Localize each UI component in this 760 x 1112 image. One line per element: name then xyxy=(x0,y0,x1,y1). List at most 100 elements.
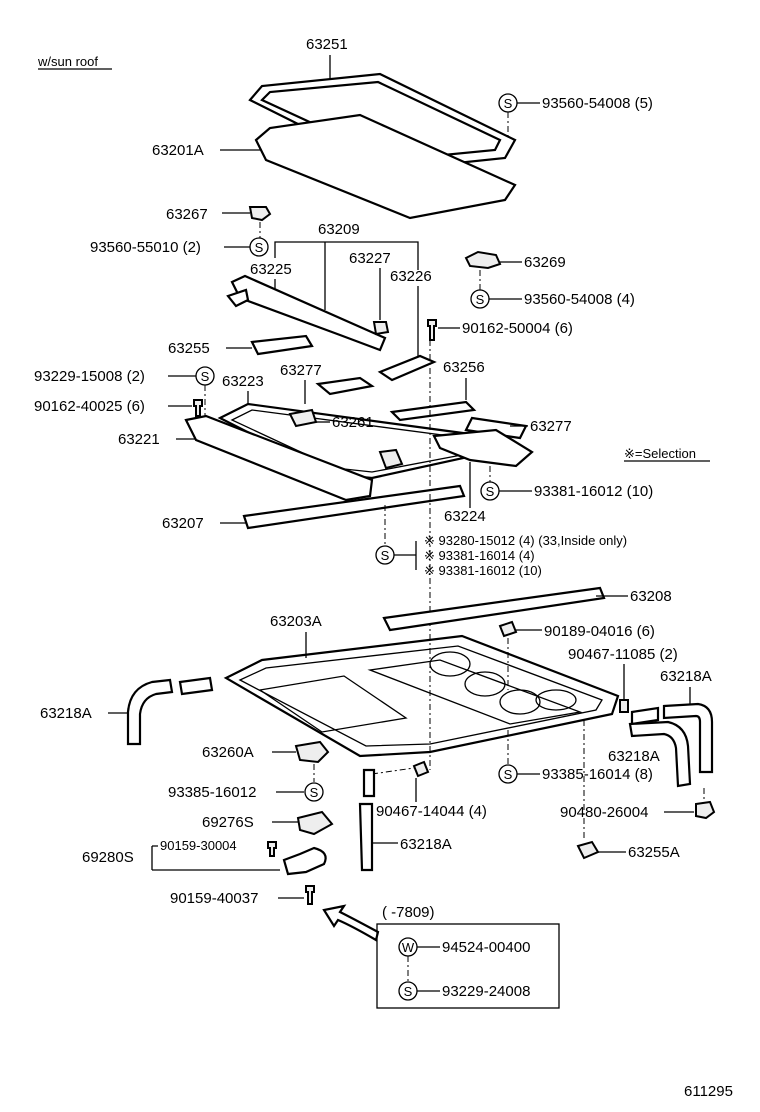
label-69276S: 69276S xyxy=(202,814,254,831)
part-90159-30004-screw xyxy=(267,841,277,857)
dash-90467-14044 xyxy=(371,767,415,775)
part-90159-40037-screw xyxy=(305,885,315,905)
part-90467-14044-clip xyxy=(412,760,430,778)
label-63209: 63209 xyxy=(318,221,360,238)
part-63255 xyxy=(250,334,314,356)
label-90480-26004: 90480-26004 xyxy=(560,804,648,821)
part-63256 xyxy=(389,400,477,422)
part-63227-nut xyxy=(372,321,390,336)
s-symbol-text: S xyxy=(255,240,264,255)
label-63207: 63207 xyxy=(162,515,204,532)
label-93381-16012-10: 93381-16012 (10) xyxy=(534,483,653,500)
part-90189-04016-clip xyxy=(498,620,518,638)
label-63256: 63256 xyxy=(443,359,485,376)
s-symbol-93560-55010 xyxy=(249,237,269,257)
part-63218A-bottom-hose xyxy=(358,802,374,872)
part-63277-b xyxy=(464,416,528,440)
label-69280S: 69280S xyxy=(82,849,134,866)
s-symbol-text: S xyxy=(201,369,210,384)
selection-legend: ※=Selection xyxy=(624,446,696,461)
part-63261 xyxy=(288,408,318,428)
label-63267: 63267 xyxy=(166,206,208,223)
s-symbol-text: S xyxy=(404,984,413,999)
part-63221-bar xyxy=(184,414,374,502)
bracket-69280S xyxy=(151,845,280,871)
label-63218A-mid: 63218A xyxy=(608,748,660,765)
label-63203A: 63203A xyxy=(270,613,322,630)
part-90162-40025-screw xyxy=(193,399,203,417)
part-90162-50004-screw xyxy=(427,319,437,341)
label-90189-04016: 90189-04016 (6) xyxy=(544,623,655,640)
label-63221: 63221 xyxy=(118,431,160,448)
part-69280S-motor xyxy=(282,846,327,876)
part-63218A-right-bend xyxy=(662,702,714,774)
detail-box-title: ( -7809) xyxy=(382,904,435,921)
label-63225: 63225 xyxy=(250,261,292,278)
part-63208-rail xyxy=(382,586,606,632)
part-63218A-left-short xyxy=(178,676,214,696)
w-symbol-text: W xyxy=(402,940,415,955)
part-63225-arm xyxy=(226,274,387,352)
label-93385-16014: 93385-16014 (8) xyxy=(542,766,653,783)
s-symbol-text: S xyxy=(476,292,485,307)
label-63223: 63223 xyxy=(222,373,264,390)
leader-selection xyxy=(394,541,417,570)
part-63207-rail xyxy=(242,484,466,530)
s-symbol-93385-16012 xyxy=(304,782,324,802)
part-63267-clip xyxy=(248,206,272,222)
part-63269 xyxy=(464,250,502,270)
label-63227: 63227 xyxy=(349,250,391,267)
label-sel-93381-16012: ※ 93381-16012 (10) xyxy=(424,563,542,578)
label-90162-40025: 90162-40025 (6) xyxy=(34,398,145,415)
s-symbol-text: S xyxy=(381,548,390,563)
arrow-to-detail-box xyxy=(322,904,380,942)
part-63201A-glass xyxy=(254,113,517,220)
label-93229-24008: 93229-24008 xyxy=(442,983,530,1000)
part-63218A-left-hose xyxy=(126,678,174,746)
label-63277-a: 63277 xyxy=(280,362,322,379)
label-90159-30004: 90159-30004 xyxy=(160,838,237,853)
label-63255: 63255 xyxy=(168,340,210,357)
part-63218A-right-hose xyxy=(628,720,692,788)
label-63251: 63251 xyxy=(306,36,348,53)
part-90480-26004 xyxy=(695,800,716,820)
label-94524-00400: 94524-00400 xyxy=(442,939,530,956)
label-90162-50004: 90162-50004 (6) xyxy=(462,320,573,337)
label-90467-11085: 90467-11085 (2) xyxy=(568,646,678,663)
part-63255A xyxy=(576,840,600,860)
part-69276S xyxy=(296,810,334,836)
label-63260A: 63260A xyxy=(202,744,254,761)
label-sel-93280-15012: ※ 93280-15012 (4) (33,Inside only) xyxy=(424,533,627,548)
label-63261: 63261 xyxy=(332,414,374,431)
label-63226: 63226 xyxy=(390,268,432,285)
part-63218A-right-short xyxy=(630,706,660,726)
label-63255A: 63255A xyxy=(628,844,680,861)
label-63201A: 63201A xyxy=(152,142,204,159)
part-63218A-bottom-short xyxy=(362,768,376,798)
label-93560-54008-5: 93560-54008 (5) xyxy=(542,95,653,112)
label-63208: 63208 xyxy=(630,588,672,605)
label-93560-55010: 93560-55010 (2) xyxy=(90,239,201,256)
label-90159-40037: 90159-40037 xyxy=(170,890,258,907)
label-93385-16012: 93385-16012 xyxy=(168,784,256,801)
s-symbol-text: S xyxy=(486,484,495,499)
label-90467-14044: 90467-14044 (4) xyxy=(376,803,487,820)
diagram-ref-number: 611295 xyxy=(684,1083,733,1100)
s-symbol-text: S xyxy=(504,767,513,782)
label-63277-b: 63277 xyxy=(530,418,572,435)
part-63251-frame xyxy=(248,72,517,172)
label-93229-15008: 93229-15008 (2) xyxy=(34,368,145,385)
s-symbol-text: S xyxy=(504,96,513,111)
label-63218A-left: 63218A xyxy=(40,705,92,722)
label-63224: 63224 xyxy=(444,508,486,525)
part-63277-a-bracket xyxy=(315,376,375,396)
detail-box-7809: ( -7809) W 94524-00400 S 93229-24008 xyxy=(376,904,560,1009)
label-93560-54008-4: 93560-54008 (4) xyxy=(524,291,635,308)
variant-label: w/sun roof xyxy=(37,54,98,69)
s-symbol-text: S xyxy=(310,785,319,800)
part-63260A xyxy=(294,740,330,764)
part-63226-link xyxy=(377,354,437,382)
bracket-63209 xyxy=(274,241,419,258)
